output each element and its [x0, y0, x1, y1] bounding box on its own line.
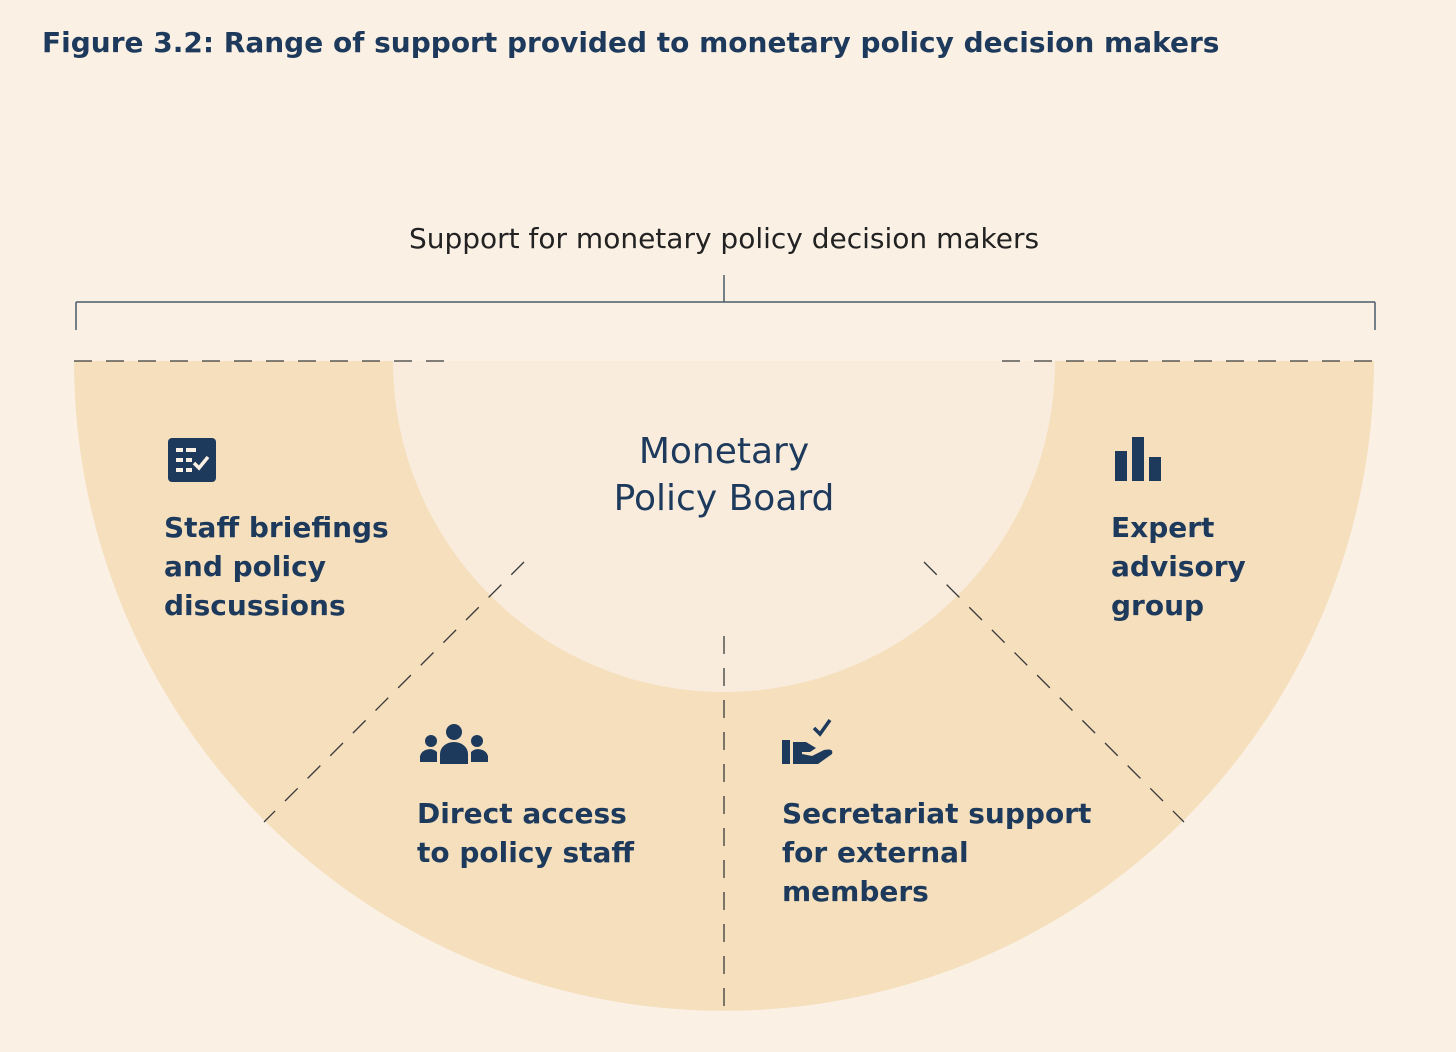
bracket	[75, 275, 1376, 330]
segment-expert-advisory: Expert advisory group	[1111, 437, 1246, 622]
board-label-line2: Policy Board	[614, 478, 835, 519]
half-ring	[74, 361, 1374, 1011]
segment-label-line: members	[782, 875, 929, 908]
segment-label-line: to policy staff	[417, 836, 634, 869]
segment-label-line: group	[1111, 589, 1204, 622]
board-disc	[393, 361, 1055, 692]
checklist-icon	[168, 438, 216, 482]
bracket-label: Support for monetary policy decision mak…	[409, 222, 1039, 255]
board-label-line1: Monetary	[639, 431, 809, 472]
segment-label-line: Staff briefings	[164, 511, 389, 544]
segment-label-line: for external	[782, 836, 969, 869]
people-group-icon	[420, 724, 488, 764]
segment-staff-briefings: Staff briefings and policy discussions	[164, 438, 389, 622]
figure-title: Figure 3.2: Range of support provided to…	[42, 26, 1220, 59]
segment-label-line: advisory	[1111, 550, 1246, 583]
segment-secretariat-support: Secretariat support for external members	[782, 718, 1091, 908]
bar-chart-icon	[1115, 437, 1161, 481]
segment-label-line: discussions	[164, 589, 346, 622]
segment-direct-access: Direct access to policy staff	[417, 724, 634, 869]
segment-label-line: and policy	[164, 550, 326, 583]
segment-label-line: Direct access	[417, 797, 627, 830]
hand-check-icon	[782, 718, 833, 764]
segment-label-line: Expert	[1111, 511, 1214, 544]
segment-label-line: Secretariat support	[782, 797, 1091, 830]
